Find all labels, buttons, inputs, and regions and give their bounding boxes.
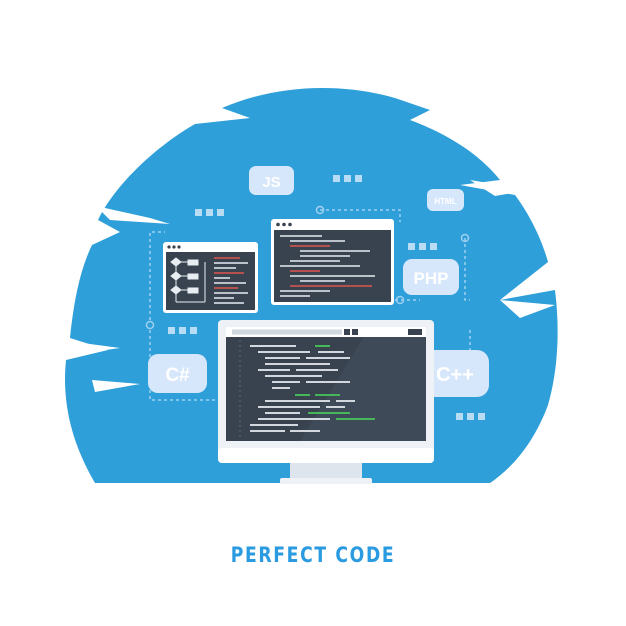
badge-cpp: C++ bbox=[421, 350, 489, 397]
badge-php-bg bbox=[403, 259, 459, 295]
node-3 bbox=[460, 233, 470, 243]
badge-html-bg bbox=[427, 189, 464, 211]
torn-strip-3 bbox=[60, 340, 120, 355]
node-4 bbox=[395, 295, 405, 305]
torn-strip-1 bbox=[232, 97, 330, 110]
window-dot-1 bbox=[167, 245, 171, 249]
connector-right bbox=[464, 238, 470, 301]
badge-html-label: HTML bbox=[434, 197, 456, 206]
monitor-stand-neck bbox=[290, 462, 362, 480]
dots-b2 bbox=[206, 209, 213, 216]
torn-strip-4 bbox=[470, 180, 530, 196]
connector-top bbox=[320, 209, 401, 222]
screen-title-field bbox=[232, 329, 342, 335]
badge-php-label: PHP bbox=[414, 269, 449, 288]
connector-left-lower bbox=[149, 330, 220, 401]
dots-a1 bbox=[333, 175, 340, 182]
dots-e1 bbox=[456, 413, 463, 420]
dots-c2 bbox=[419, 243, 426, 250]
badge-js-bg bbox=[249, 166, 294, 195]
dots-a2 bbox=[344, 175, 351, 182]
monitor bbox=[218, 320, 434, 484]
screen-title-btn-1 bbox=[344, 329, 350, 335]
flow-box-2 bbox=[187, 273, 199, 280]
badge-html: HTML bbox=[427, 189, 464, 211]
badge-cpp-bg bbox=[421, 350, 489, 397]
connector-left bbox=[149, 231, 165, 320]
badge-csharp-bg bbox=[148, 354, 207, 393]
dots-c1 bbox=[408, 243, 415, 250]
screen-title-btn-3 bbox=[408, 329, 422, 335]
monitor-stand-base bbox=[280, 478, 372, 484]
dots-d3 bbox=[190, 327, 197, 334]
code-window-lines bbox=[280, 235, 375, 297]
dots-e3 bbox=[478, 413, 485, 420]
node-1 bbox=[315, 205, 325, 215]
flowchart-code-lines bbox=[214, 257, 248, 304]
code-window-dot-3 bbox=[288, 222, 292, 227]
flowchart-diagram bbox=[170, 257, 206, 303]
monitor-chin bbox=[218, 448, 434, 463]
window-dot-2 bbox=[172, 245, 176, 249]
dots-d1 bbox=[168, 327, 175, 334]
flow-box-1 bbox=[187, 259, 199, 266]
badge-csharp-label: C# bbox=[165, 365, 190, 386]
code-window bbox=[271, 219, 394, 305]
dots-b1 bbox=[195, 209, 202, 216]
badge-php: PHP bbox=[403, 259, 459, 295]
torn-strip-2 bbox=[96, 206, 170, 224]
torn-strip-6 bbox=[92, 380, 140, 392]
dots-c3 bbox=[430, 243, 437, 250]
node-2 bbox=[145, 320, 155, 330]
dot-clusters bbox=[168, 175, 485, 420]
dots-b3 bbox=[217, 209, 224, 216]
flow-box-3 bbox=[187, 287, 199, 294]
badge-js: JS bbox=[249, 166, 294, 195]
torn-strip-5 bbox=[500, 300, 555, 318]
badge-csharp: C# bbox=[148, 354, 207, 393]
flowchart-window bbox=[163, 242, 258, 313]
badge-cpp-label: C++ bbox=[436, 364, 474, 386]
dots-e2 bbox=[467, 413, 474, 420]
monitor-code-lines bbox=[250, 345, 375, 432]
perfect-code-caption: PERFECT CODE bbox=[230, 543, 396, 567]
dots-d2 bbox=[179, 327, 186, 334]
dots-a3 bbox=[355, 175, 362, 182]
code-window-dot-1 bbox=[276, 222, 280, 227]
badge-js-label: JS bbox=[262, 174, 280, 191]
screen-title-btn-2 bbox=[352, 329, 358, 335]
code-window-dot-2 bbox=[282, 222, 286, 227]
window-dot-3 bbox=[177, 245, 181, 249]
